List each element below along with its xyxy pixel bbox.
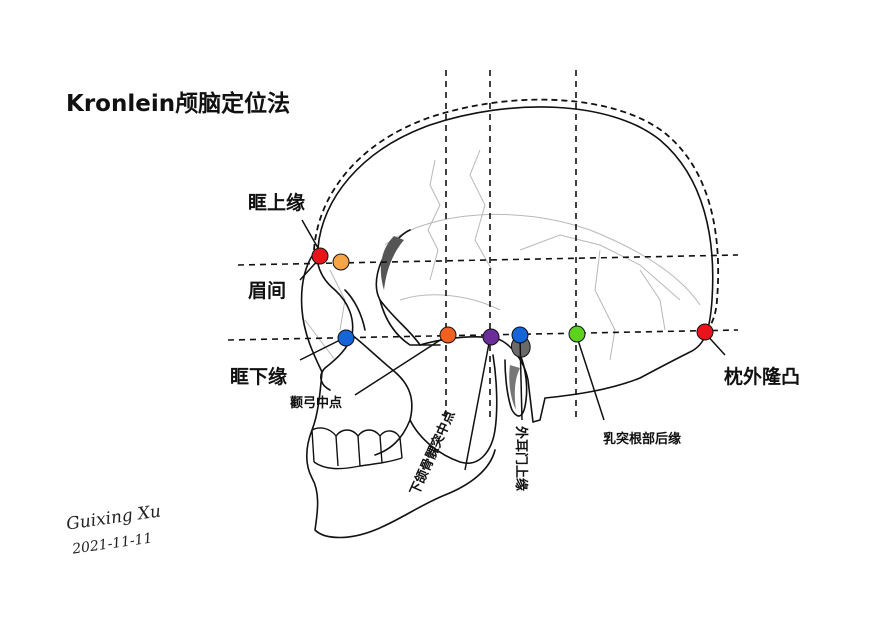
label-glabella: 眉间 <box>248 280 287 302</box>
landmark-glabella <box>332 253 350 271</box>
label-supraorbital: 眶上缘 <box>248 192 306 214</box>
dashed-scalp-line <box>313 98 720 334</box>
landmark-infraorbital <box>337 329 355 347</box>
landmark-condyle-mid <box>482 328 500 346</box>
diagram-title: Kronlein颅脑定位法 <box>66 91 291 117</box>
landmark-zygomatic-mid <box>439 326 457 344</box>
label-mastoid-post: 乳突根部后缘 <box>603 432 682 447</box>
vertical-reference-lines <box>445 70 577 420</box>
landmark-supraorbital <box>311 247 329 265</box>
teeth <box>311 427 403 470</box>
skull-outline <box>300 106 714 539</box>
landmark-ear-upper <box>511 326 529 344</box>
orbit-shading <box>380 236 520 410</box>
label-infraorbital: 眶下缘 <box>230 366 288 388</box>
pointer-lines <box>299 219 726 471</box>
landmark-points <box>311 247 714 347</box>
landmark-mastoid-post <box>568 325 586 343</box>
label-inion: 枕外隆凸 <box>724 366 801 388</box>
label-zygomatic-mid: 颧弓中点 <box>290 396 343 411</box>
suture-lines <box>304 149 701 361</box>
landmark-inion <box>696 323 714 341</box>
label-ear-upper: 外耳门上缘 <box>513 426 528 492</box>
